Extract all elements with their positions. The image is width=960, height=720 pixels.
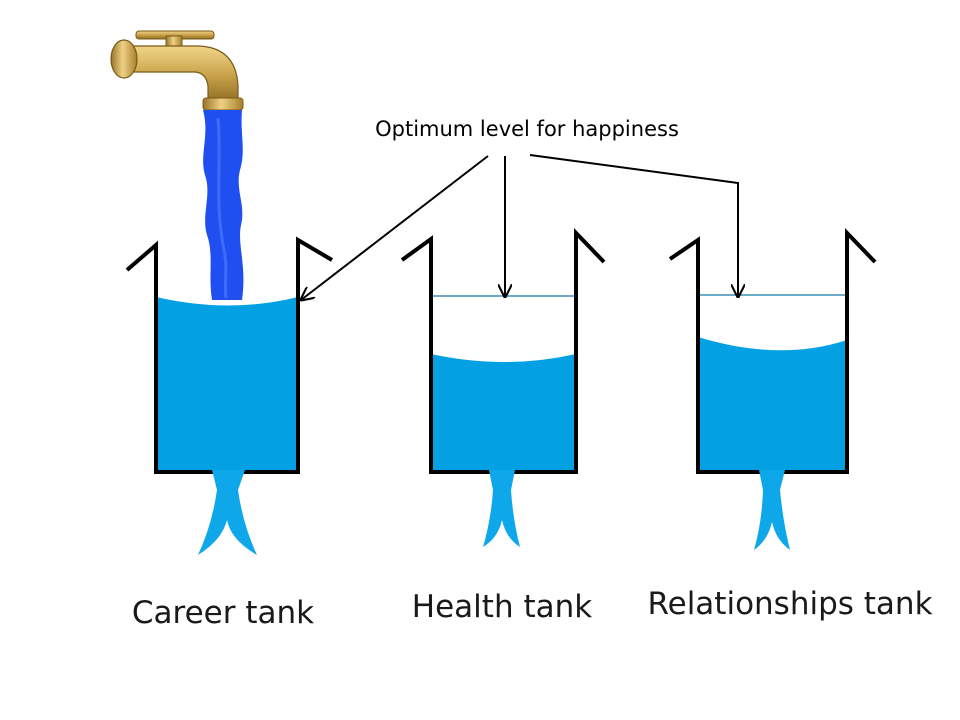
tank-label: Career tank <box>132 595 314 631</box>
arrow-relationships <box>529 154 738 297</box>
relationships-tank: Relationships tank <box>647 228 933 622</box>
drip <box>754 470 790 550</box>
drip <box>198 470 257 555</box>
water-stream <box>203 110 244 300</box>
career-tank: Career tank <box>125 236 334 631</box>
water-fill <box>431 354 576 472</box>
water-fill <box>698 337 847 472</box>
annotation-arrows <box>301 154 738 300</box>
health-tank: Health tank <box>400 228 606 625</box>
faucet-icon <box>110 30 244 111</box>
optimum-level-annotation: Optimum level for happiness <box>375 117 679 141</box>
drip <box>483 470 520 547</box>
arrow-career <box>301 155 489 300</box>
tank-label: Relationships tank <box>647 586 932 622</box>
tank-label: Health tank <box>412 589 592 625</box>
water-fill <box>156 297 298 472</box>
